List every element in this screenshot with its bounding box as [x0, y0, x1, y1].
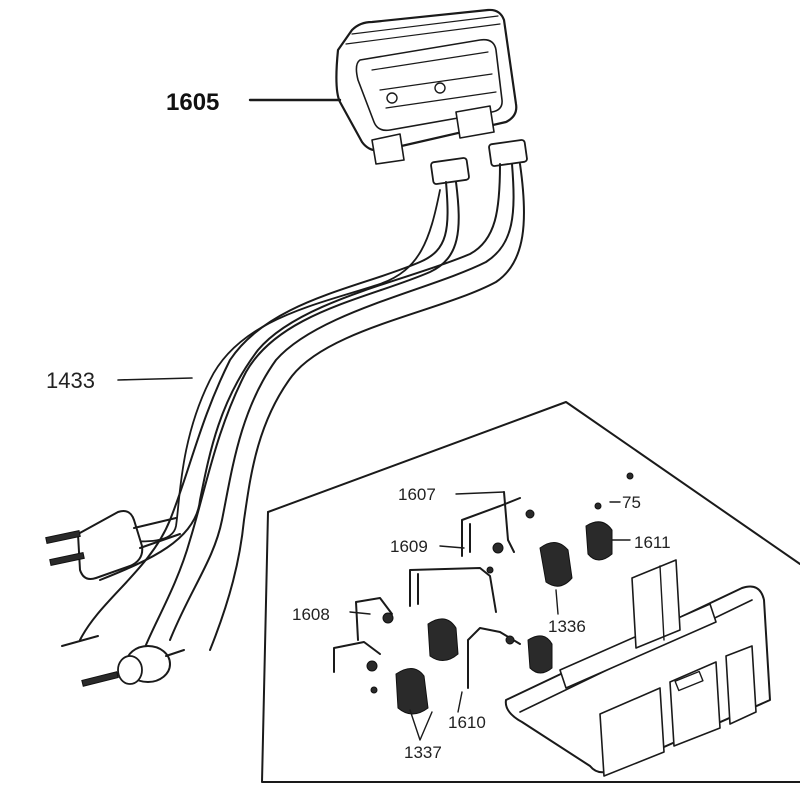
label-1609: 1609 [390, 537, 428, 556]
label-1336: 1336 [548, 617, 586, 636]
label-1433: 1433 [46, 368, 95, 393]
wire-harness [79, 163, 525, 661]
label-1337: 1337 [404, 743, 442, 762]
label-1607: 1607 [398, 485, 436, 504]
housing-tray [504, 559, 771, 777]
label-1611: 1611 [634, 533, 671, 552]
valve-assembly [333, 472, 634, 715]
label-1608: 1608 [292, 605, 330, 624]
control-box [335, 8, 518, 165]
power-plug-lower [61, 635, 185, 687]
leader-lines [117, 98, 631, 741]
power-plug-upper [45, 510, 181, 580]
label-1605: 1605 [166, 89, 219, 116]
label-75: 75 [622, 493, 641, 512]
wire-connectors [430, 139, 528, 185]
inset-panel [261, 401, 800, 783]
label-1610: 1610 [448, 713, 486, 732]
